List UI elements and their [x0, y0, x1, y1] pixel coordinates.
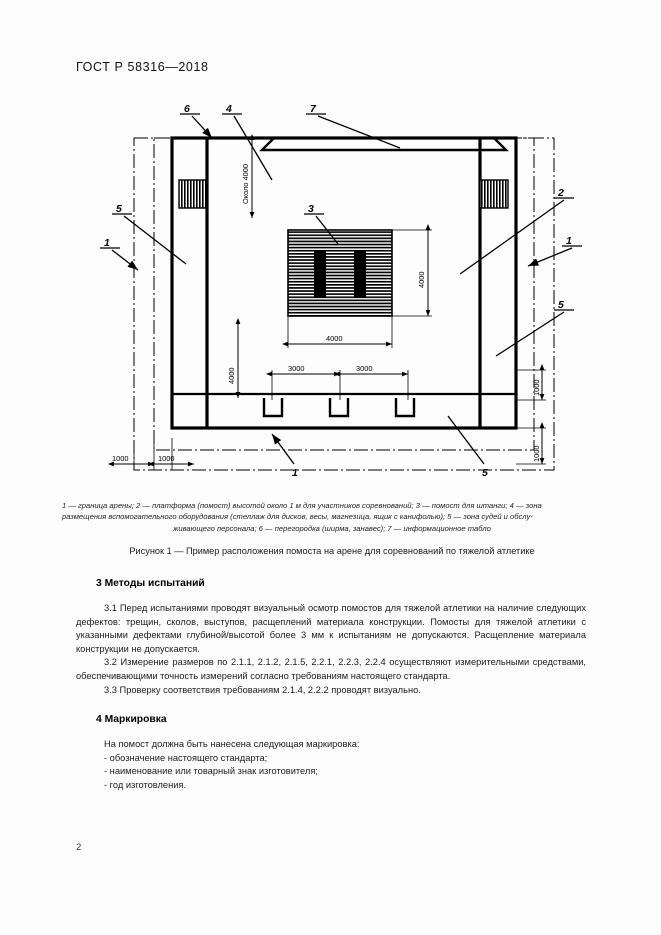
- document-header: ГОСТ Р 58316—2018: [76, 60, 209, 74]
- dimension-left-vertical-label: 4000: [227, 368, 236, 384]
- section-4-heading: 4 Маркировка: [96, 714, 167, 725]
- callout-leaders: [100, 113, 582, 465]
- equipment-zone-right: [478, 138, 509, 428]
- dimension-platform-width-label: 4000: [326, 334, 342, 343]
- dimension-platform-width: 4000: [282, 316, 393, 348]
- page-number: 2: [76, 842, 82, 853]
- dimension-left-vertical: 4000: [227, 318, 241, 398]
- callout-2-label: 2: [557, 187, 564, 199]
- callout-1-left-label: 1: [104, 237, 110, 249]
- callout-1-right-label: 1: [566, 235, 572, 247]
- figure-caption: Рисунок 1 — Пример расположения помоста …: [129, 546, 535, 556]
- section-4-item-3: - год изготовления.: [104, 779, 187, 790]
- scoreboard-shape: [259, 136, 509, 152]
- callout-7-label: 7: [310, 103, 317, 115]
- section-3-heading: 3 Методы испытаний: [96, 578, 205, 589]
- callout-labels: 6 4 7 3 5 1 2 1 5 1 5: [104, 103, 572, 479]
- callout-6-label: 6: [184, 103, 190, 115]
- callout-4-label: 4: [225, 103, 232, 115]
- callout-5-right-label: 5: [558, 299, 564, 311]
- section-4-body: На помост должна быть нанесена следующая…: [76, 738, 586, 792]
- dimension-platform-height-label: 4000: [417, 272, 426, 288]
- dimension-bottom-left: 1000 1000: [108, 438, 194, 470]
- dimension-span-right-label: 3000: [356, 364, 372, 373]
- callout-5-bottom-label: 5: [482, 467, 488, 479]
- callout-3-label: 3: [308, 203, 314, 215]
- dimension-bottom-left-2-label: 1000: [158, 454, 174, 463]
- dimension-platform-height: 4000: [392, 224, 432, 317]
- figure-1: Около 4000 4000 4000 4000: [76, 98, 596, 488]
- legend-line-1: 1 — граница арены; 2 — платформа (помост…: [62, 501, 542, 510]
- legend-line-3: живающего персонала; 6 — перегородка (ши…: [173, 523, 491, 533]
- callout-5-left-label: 5: [116, 203, 122, 215]
- section-4-intro: На помост должна быть нанесена следующая…: [104, 739, 360, 749]
- section-4-item-1: - обозначение настоящего стандарта;: [104, 752, 268, 763]
- dimension-spans: 3000 3000: [266, 364, 409, 400]
- barbell-platform: [287, 229, 393, 317]
- section-3-paragraph-2: 3.2 Измерение размеров по 2.1.1, 2.1.2, …: [76, 657, 586, 681]
- dimension-span-left-label: 3000: [288, 364, 304, 373]
- partition-screen: [178, 138, 209, 428]
- dimension-bottom-left-1-label: 1000: [112, 454, 128, 463]
- dimension-right-bottom-label: 1000: [532, 446, 541, 462]
- figure-legend: 1 — граница арены; 2 — платформа (помост…: [62, 500, 602, 534]
- section-3-paragraph-1: 3.1 Перед испытаниями проводят визуальны…: [76, 603, 586, 654]
- arena-layout-drawing: Около 4000 4000 4000 4000: [100, 103, 582, 479]
- dimension-right-side: 1000 1000: [516, 364, 546, 465]
- section-4-item-2: - наименование или товарный знак изготов…: [104, 766, 318, 777]
- section-3-body: 3.1 Перед испытаниями проводят визуальны…: [76, 602, 586, 697]
- dimension-height-about: Около 4000: [241, 134, 255, 218]
- dimension-right-top-label: 1000: [532, 380, 541, 396]
- bottom-step-marks: [262, 398, 416, 418]
- section-3-paragraph-3: 3.3 Проверку соответствия требованиям 2.…: [104, 684, 421, 695]
- callout-1-bottom-label: 1: [292, 467, 298, 479]
- legend-line-2: размещения вспомогательного оборудования…: [62, 512, 533, 522]
- dimension-height-about-label: Около 4000: [241, 164, 250, 204]
